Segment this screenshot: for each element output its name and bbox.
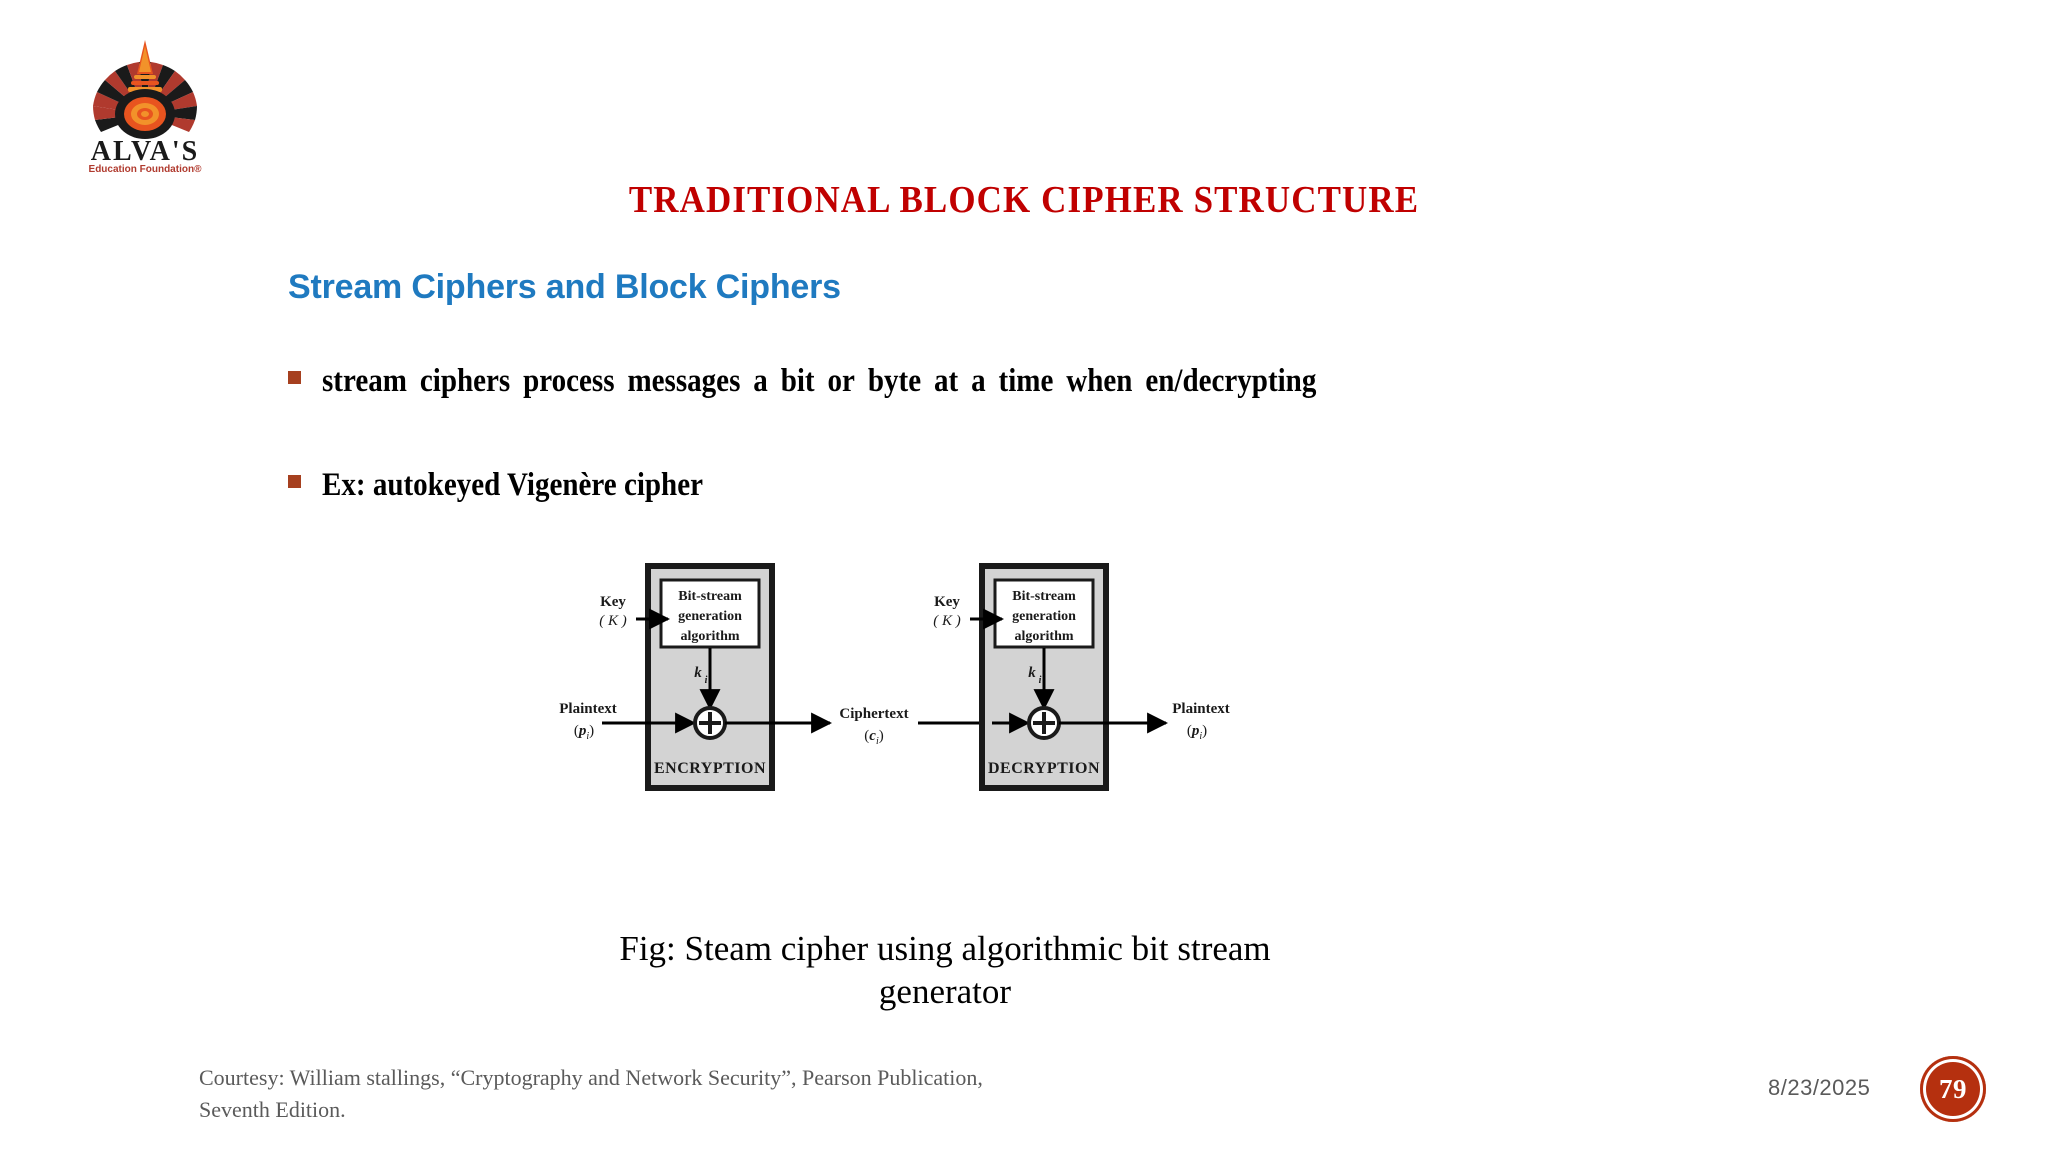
xor-gate-encryption	[693, 706, 727, 740]
logo-target	[115, 89, 175, 139]
bullet-item: stream ciphers process messages a bit or…	[288, 363, 1452, 400]
figure-caption: Fig: Steam cipher using algorithmic bit …	[530, 928, 1360, 1013]
ciphertext-label-line2: (ci)	[864, 728, 883, 747]
bullet-item: Ex: autokeyed Vigenère cipher	[288, 467, 755, 504]
key-label-decryption-line2: ( K )	[933, 613, 961, 629]
algorithm-line-1: Bit-stream	[678, 589, 742, 604]
keystream-label-sub-encryption: i	[705, 675, 708, 686]
logo-wordmark: ALVA'S	[90, 136, 200, 167]
plaintext-output-label-line2: (pi)	[1187, 723, 1207, 742]
plaintext-input-label-line1: Plaintext	[559, 701, 617, 717]
bullet-square-icon	[288, 475, 301, 488]
plaintext-input-label-line2: (pi)	[574, 723, 594, 742]
logo-tagline: Education Foundation®	[88, 164, 202, 175]
stream-cipher-diagram: Key ( K ) Bit-stream generation algorith…	[540, 560, 1260, 860]
page-title: TRADITIONAL BLOCK CIPHER STRUCTURE	[628, 179, 1420, 221]
figure-caption-line-2: generator	[878, 971, 1012, 1011]
page-number: 79	[1939, 1073, 1967, 1104]
keystream-label-decryption: k	[1028, 665, 1036, 681]
algorithm-line-3: algorithm	[680, 629, 739, 644]
logo-graphic	[93, 40, 197, 139]
algorithm-line-2: generation	[1012, 609, 1076, 624]
algorithm-line-2: generation	[678, 609, 742, 624]
keystream-label-sub-decryption: i	[1039, 675, 1042, 686]
page-number-badge: 79	[1920, 1056, 1986, 1122]
key-label-encryption-line2: ( K )	[599, 613, 627, 629]
bullet-text: stream ciphers process messages a bit or…	[322, 363, 1317, 399]
key-label-decryption-line1: Key	[934, 594, 960, 610]
encryption-panel-label: ENCRYPTION	[654, 760, 766, 777]
courtesy-line-2: Seventh Edition.	[199, 1096, 346, 1122]
bullet-square-icon	[288, 371, 301, 384]
plaintext-output-label-line1: Plaintext	[1172, 701, 1230, 717]
diagram-svg: Key ( K ) Bit-stream generation algorith…	[559, 563, 1230, 791]
bullet-text: Ex: autokeyed Vigenère cipher	[322, 467, 703, 503]
courtesy-line-1: Courtesy: William stallings, “Cryptograp…	[199, 1065, 983, 1090]
courtesy-note: Courtesy: William stallings, “Cryptograp…	[199, 1062, 1249, 1126]
section-subheading: Stream Ciphers and Block Ciphers	[288, 268, 841, 306]
key-label-encryption-line1: Key	[600, 594, 626, 610]
algorithm-line-1: Bit-stream	[1012, 589, 1076, 604]
slide-date: 8/23/2025	[1768, 1075, 1871, 1100]
decryption-panel-label: DECRYPTION	[988, 760, 1100, 777]
alvas-logo: ALVA'S Education Foundation®	[80, 28, 210, 178]
algorithm-line-3: algorithm	[1014, 629, 1073, 644]
encryption-panel	[645, 563, 775, 791]
xor-gate-decryption	[1027, 706, 1061, 740]
decryption-panel	[979, 563, 1109, 791]
figure-caption-line-1: Fig: Steam cipher using algorithmic bit …	[619, 929, 1271, 968]
ciphertext-label-line1: Ciphertext	[839, 706, 908, 722]
keystream-label-encryption: k	[694, 665, 702, 681]
